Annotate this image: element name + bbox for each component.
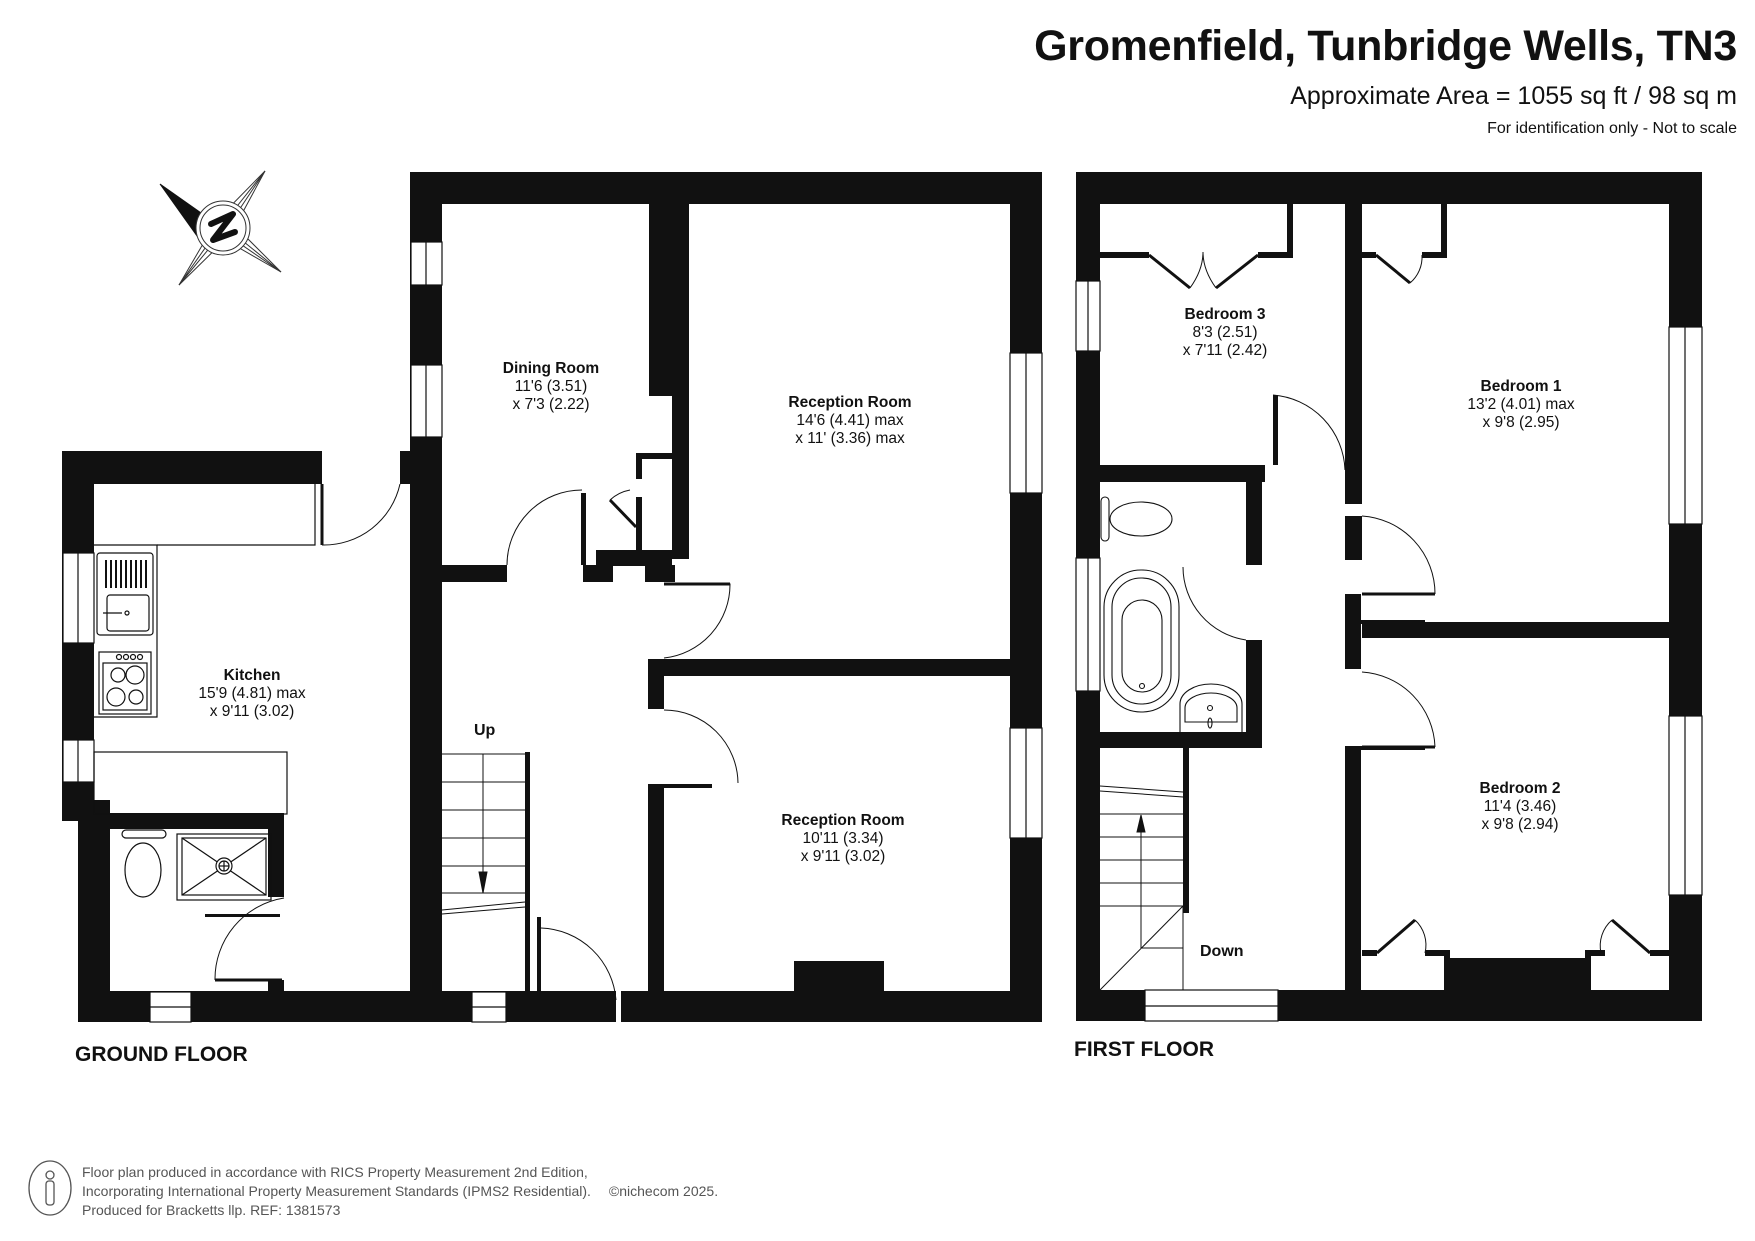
room-dimension: x 7'11 (2.42) xyxy=(1182,342,1268,359)
room-label-bedroom-2: Bedroom 2 11'4 (3.46) x 9'8 (2.94) xyxy=(1480,780,1561,834)
room-name: Bedroom 1 xyxy=(1480,378,1562,395)
room-label-dining-room: Dining Room 11'6 (3.51) x 7'3 (2.22) xyxy=(503,360,599,414)
stairs-down-label: Down xyxy=(1200,943,1244,960)
ground-floor-label: GROUND FLOOR xyxy=(75,1043,248,1066)
cloakroom-fittings xyxy=(121,829,272,901)
room-name: Dining Room xyxy=(502,360,600,377)
room-dimension: x 9'11 (3.02) xyxy=(209,703,295,720)
ground-floor-stairs xyxy=(441,753,526,915)
room-name: Bedroom 2 xyxy=(1479,780,1561,797)
first-floor-walls xyxy=(1076,172,1702,1021)
room-dimension: 13'2 (4.01) max xyxy=(1467,396,1575,413)
bathtub-icon xyxy=(1103,569,1180,713)
stairs-up-label: Up xyxy=(474,722,496,739)
room-name: Reception Room xyxy=(781,812,905,829)
room-label-bedroom-3: Bedroom 3 8'3 (2.51) x 7'11 (2.42) xyxy=(1183,306,1268,360)
toilet-icon xyxy=(121,829,167,898)
footer-notes: Floor plan produced in accordance with R… xyxy=(82,1163,718,1220)
room-dimension: x 9'8 (2.95) xyxy=(1482,414,1560,431)
footer-line-1: Floor plan produced in accordance with R… xyxy=(82,1164,588,1180)
room-name: Kitchen xyxy=(223,667,281,684)
kitchen-fittings xyxy=(93,484,316,815)
room-dimension: x 9'8 (2.94) xyxy=(1481,816,1559,833)
bathroom-fittings xyxy=(1100,496,1243,732)
hob-icon xyxy=(98,651,152,715)
room-name: Bedroom 3 xyxy=(1184,306,1266,323)
room-dimension: x 9'11 (3.02) xyxy=(800,848,886,865)
ground-floor-walls xyxy=(62,172,1042,1022)
room-dimension: x 7'3 (2.22) xyxy=(512,396,590,413)
scale-disclaimer: For identification only - Not to scale xyxy=(1487,120,1737,137)
basin-icon xyxy=(1179,683,1243,732)
room-name: Reception Room xyxy=(788,394,912,411)
room-label-kitchen: Kitchen 15'9 (4.81) max x 9'11 (3.02) xyxy=(198,667,305,721)
sink-icon xyxy=(96,552,154,636)
ground-floor-windows xyxy=(62,241,1043,1023)
page-title: Gromenfield, Tunbridge Wells, TN3 xyxy=(1034,22,1737,70)
room-dimension: 11'4 (3.46) xyxy=(1483,798,1557,815)
first-floor-label: FIRST FLOOR xyxy=(1074,1038,1214,1061)
footer-line-2: Incorporating International Property Mea… xyxy=(82,1183,719,1199)
first-floor-windows xyxy=(1075,280,1703,1022)
room-dimension: 11'6 (3.51) xyxy=(514,378,588,395)
person-scale-icon xyxy=(28,1160,72,1216)
compass-north-icon xyxy=(159,170,282,286)
toilet-icon xyxy=(1100,496,1173,542)
room-dimension: 8'3 (2.51) xyxy=(1192,324,1258,341)
footer-line-3: Produced for Bracketts llp. REF: 1381573 xyxy=(82,1202,341,1218)
room-dimension: 10'11 (3.34) xyxy=(802,830,884,847)
room-label-reception-room-2: Reception Room 10'11 (3.34) x 9'11 (3.02… xyxy=(781,812,904,866)
room-label-bedroom-1: Bedroom 1 13'2 (4.01) max x 9'8 (2.95) xyxy=(1467,378,1574,432)
shower-tray-icon xyxy=(176,833,272,901)
room-label-reception-room-1: Reception Room 14'6 (4.41) max x 11' (3.… xyxy=(788,394,911,448)
copyright: ©nichecom 2025. xyxy=(608,1183,719,1199)
ground-floor-doors xyxy=(214,483,739,1001)
first-floor-doors xyxy=(1148,251,1651,955)
room-dimension: 14'6 (4.41) max xyxy=(796,412,904,429)
approximate-area: Approximate Area = 1055 sq ft / 98 sq m xyxy=(1290,82,1737,110)
room-dimension: 15'9 (4.81) max xyxy=(198,685,306,702)
room-dimension: x 11' (3.36) max xyxy=(795,430,905,447)
first-floor-stairs xyxy=(1099,785,1184,991)
